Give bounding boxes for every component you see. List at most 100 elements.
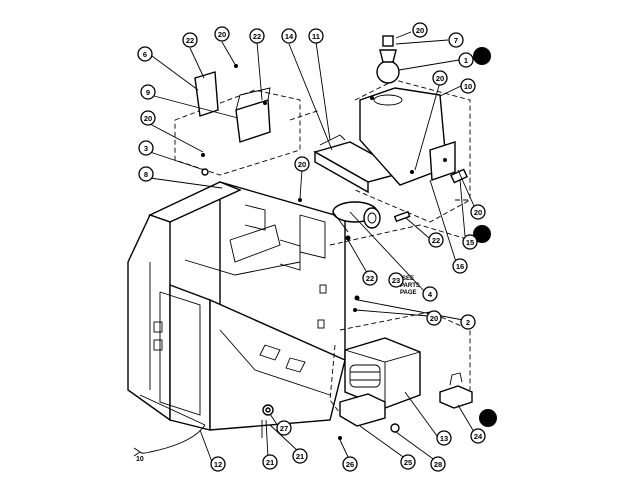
callout-3: 3 xyxy=(138,140,154,156)
callout-label: 12 xyxy=(214,460,222,469)
callout-label: 14 xyxy=(285,32,294,41)
callout-bubble xyxy=(292,448,308,464)
callout-bubble xyxy=(140,84,156,100)
callout-24: 24 xyxy=(470,428,486,444)
callout-label: 22 xyxy=(432,236,440,245)
leader-lines xyxy=(149,31,475,463)
callout-20: 20 xyxy=(426,310,442,326)
callout-8: 8 xyxy=(138,166,154,182)
callout-25: 25 xyxy=(400,454,416,470)
callout-label: 26 xyxy=(346,460,354,469)
callout-label: 3 xyxy=(144,144,148,153)
callout-bubble xyxy=(138,140,154,156)
callout-bubble xyxy=(412,22,428,38)
callout-label: 25 xyxy=(404,458,412,467)
callout-20: 20 xyxy=(140,110,156,126)
callout-27: 27 xyxy=(276,420,292,436)
callout-label: 20 xyxy=(430,314,438,323)
callout-label: 8 xyxy=(144,170,148,179)
callout-label: 28 xyxy=(434,460,442,469)
side-panel-10 xyxy=(359,87,456,186)
callout-22: 22 xyxy=(182,32,198,48)
callout-22: 22 xyxy=(362,270,378,286)
callout-20: 20 xyxy=(412,22,428,38)
callout-label: 7 xyxy=(454,36,458,45)
callout-bubble xyxy=(281,28,297,44)
callout-28: 28 xyxy=(430,456,446,472)
callout-bubble xyxy=(249,28,265,44)
callout-label: 21 xyxy=(296,452,304,461)
callout-label: 23 xyxy=(392,276,400,285)
callout-11: 11 xyxy=(308,28,324,44)
callout-22: 22 xyxy=(428,232,444,248)
callout-4: 4 xyxy=(422,286,438,302)
chassis-cabinet: 10 xyxy=(127,181,346,463)
callout-6: 6 xyxy=(137,46,153,62)
reference-dot-3 xyxy=(479,409,497,427)
callout-label: 24 xyxy=(474,432,483,441)
callout-label: 1 xyxy=(464,56,468,65)
callout-label: 4 xyxy=(428,290,433,299)
terminal-15 xyxy=(450,168,468,184)
callout-15: 15 xyxy=(462,234,478,250)
callout-bubble xyxy=(426,310,442,326)
callout-label: 22 xyxy=(366,274,374,283)
callout-bubble xyxy=(470,204,486,220)
callout-bubble xyxy=(210,456,226,472)
callout-label: 27 xyxy=(280,424,288,433)
callout-bubble xyxy=(470,428,486,444)
callout-bubble xyxy=(342,456,358,472)
callout-bubble xyxy=(460,78,476,94)
callout-1: 1 xyxy=(458,52,474,68)
callout-label: 20 xyxy=(144,114,152,123)
callout-bubble xyxy=(308,28,324,44)
callout-22: 22 xyxy=(249,28,265,44)
reference-dot-1 xyxy=(473,47,491,65)
power-cord xyxy=(139,424,206,454)
callout-label: 9 xyxy=(146,88,150,97)
bracket-22-right xyxy=(235,99,271,143)
callout-label: 20 xyxy=(298,160,306,169)
callout-bubble xyxy=(428,232,444,248)
reference-dot-2 xyxy=(473,225,491,243)
callout-bubble xyxy=(400,454,416,470)
callout-label: 21 xyxy=(266,458,274,467)
page-number: 10 xyxy=(136,456,144,463)
callout-7: 7 xyxy=(448,32,464,48)
fan-motor-14 xyxy=(332,201,381,233)
callout-bubble xyxy=(182,32,198,48)
callout-9: 9 xyxy=(140,84,156,100)
callout-bubble xyxy=(430,456,446,472)
callout-bubble xyxy=(436,430,452,446)
callout-bubble xyxy=(452,258,468,274)
callout-23: 23 xyxy=(388,272,404,288)
callout-label: 11 xyxy=(312,32,320,41)
callout-bubble xyxy=(388,272,404,288)
callout-20: 20 xyxy=(470,204,486,220)
callout-label: 20 xyxy=(474,208,482,217)
relay-24 xyxy=(439,372,473,409)
callout-bubble xyxy=(460,314,476,330)
callout-bubble xyxy=(262,454,278,470)
callout-label: 13 xyxy=(440,434,448,443)
note-line-2: PARTS xyxy=(400,283,420,289)
callout-label: 22 xyxy=(253,32,261,41)
bracket-22-left xyxy=(194,71,219,117)
callout-20: 20 xyxy=(214,26,230,42)
see-parts-page-note: SEE PARTS PAGE xyxy=(400,276,420,296)
callout-label: 20 xyxy=(218,30,226,39)
callout-21: 21 xyxy=(292,448,308,464)
callout-bubble xyxy=(448,32,464,48)
callout-bubble xyxy=(140,110,156,126)
callout-20: 20 xyxy=(432,70,448,86)
callout-2: 2 xyxy=(460,314,476,330)
note-line-3: PAGE xyxy=(400,290,417,296)
callout-bubble xyxy=(214,26,230,42)
callout-bubble xyxy=(432,70,448,86)
callout-12: 12 xyxy=(210,456,226,472)
callout-label: 20 xyxy=(416,26,424,35)
callout-14: 14 xyxy=(281,28,297,44)
callout-26: 26 xyxy=(342,456,358,472)
